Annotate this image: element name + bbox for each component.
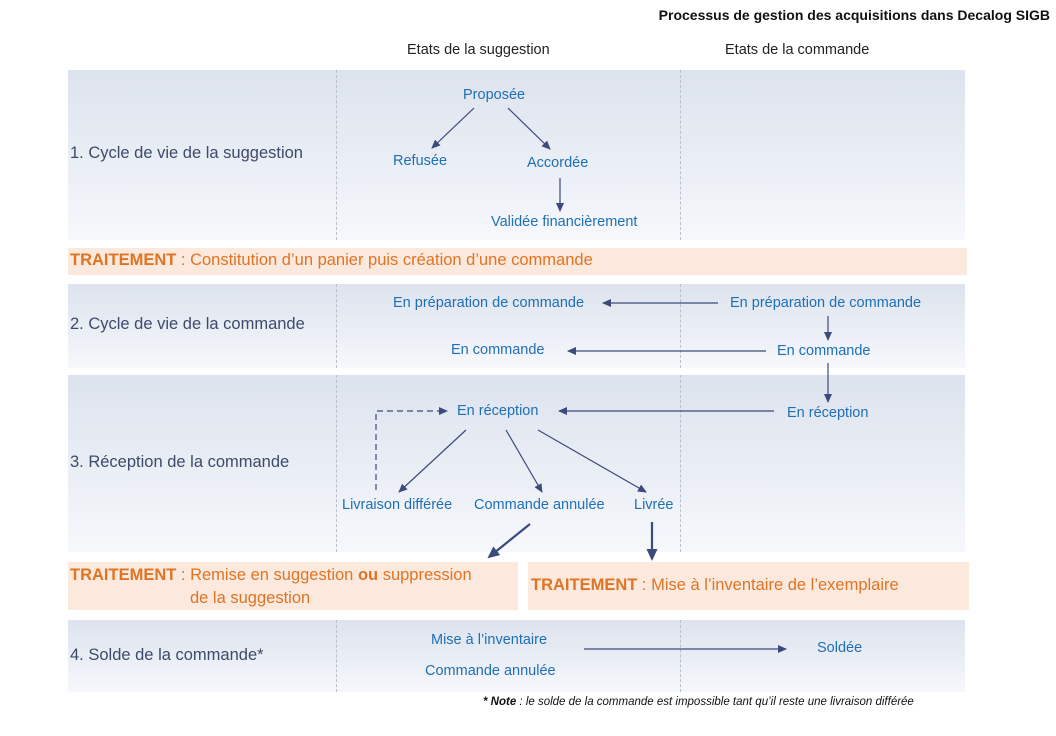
traitement-remise: TRAITEMENT : Remise en suggestion ou sup… [68, 562, 518, 610]
state-encommande-commande: En commande [777, 343, 871, 359]
row-label-order-balance: 4. Solde de la commande* [70, 646, 264, 664]
traitement-keyword: TRAITEMENT [70, 251, 177, 269]
row-band-2 [68, 284, 965, 368]
state-livree: Livrée [634, 497, 674, 513]
state-prep-suggestion: En préparation de commande [393, 295, 585, 311]
state-prep-commande: En préparation de commande [730, 295, 922, 311]
traitement-panier-text: : Constitution d’un panier puis création… [176, 251, 593, 269]
traitement-remise-or: ou [357, 566, 379, 584]
state-reception-suggestion: En réception [457, 403, 539, 419]
column-divider [336, 620, 337, 692]
column-header-commande: Etats de la commande [725, 42, 870, 58]
traitement-remise-text: : Remise en suggestion [176, 566, 358, 584]
state-accordee: Accordée [527, 155, 589, 171]
column-divider [680, 375, 681, 552]
arrow-reception-livraison-differee [398, 429, 467, 493]
traitement-remise-text-b: suppression [378, 566, 472, 584]
traitement-keyword: TRAITEMENT [70, 566, 177, 584]
arrow-reception-livree [537, 429, 647, 493]
state-reception-commande: En réception [787, 405, 869, 421]
state-proposee: Proposée [463, 87, 526, 103]
footnote-text: : le solde de la commande est impossible… [516, 696, 914, 708]
footnote-label: * Note [483, 696, 517, 708]
state-commande-annulee: Commande annulée [474, 497, 605, 513]
traitement-inventaire: TRAITEMENT : Mise à l’inventaire de l’ex… [528, 562, 969, 610]
row-band-4 [68, 620, 965, 692]
row-label-suggestion-lifecycle: 1. Cycle de vie de la suggestion [70, 144, 303, 162]
state-encommande-suggestion: En commande [451, 342, 545, 358]
column-header-suggestion: Etats de la suggestion [407, 42, 550, 58]
page-title: Processus de gestion des acquisitions da… [658, 7, 1050, 23]
arrow-livraison-differee-loop [375, 407, 448, 490]
arrow-proposee-refusee [431, 107, 475, 149]
footnote: * Note : le solde de la commande est imp… [483, 696, 914, 708]
column-divider [680, 284, 681, 368]
column-divider [336, 375, 337, 552]
row-label-order-lifecycle: 2. Cycle de vie de la commande [70, 315, 305, 333]
arrow-proposee-accordee [507, 107, 551, 150]
arrow-annulee-to-traitement [487, 523, 531, 559]
traitement-keyword: TRAITEMENT [531, 576, 638, 594]
state-refusee: Refusée [393, 153, 448, 169]
row-band-3 [68, 375, 965, 552]
column-divider [336, 70, 337, 240]
traitement-panier: TRAITEMENT : Constitution d’un panier pu… [68, 248, 967, 275]
arrow-reception-commande-annulee [505, 429, 543, 493]
state-commande-annulee-solde: Commande annulée [425, 663, 556, 679]
traitement-remise-text-c: de la suggestion [190, 589, 311, 607]
state-mise-inventaire: Mise à l’inventaire [431, 632, 548, 648]
traitement-inventaire-text: : Mise à l’inventaire de l’exemplaire [637, 576, 899, 594]
state-soldee: Soldée [817, 640, 863, 656]
column-divider [680, 70, 681, 240]
column-divider [336, 284, 337, 368]
row-label-order-reception: 3. Réception de la commande [70, 453, 290, 471]
column-divider [680, 620, 681, 692]
row-band-1 [68, 70, 965, 240]
state-livraison-differee: Livraison différée [342, 497, 453, 513]
state-validee: Validée financièrement [491, 214, 638, 230]
